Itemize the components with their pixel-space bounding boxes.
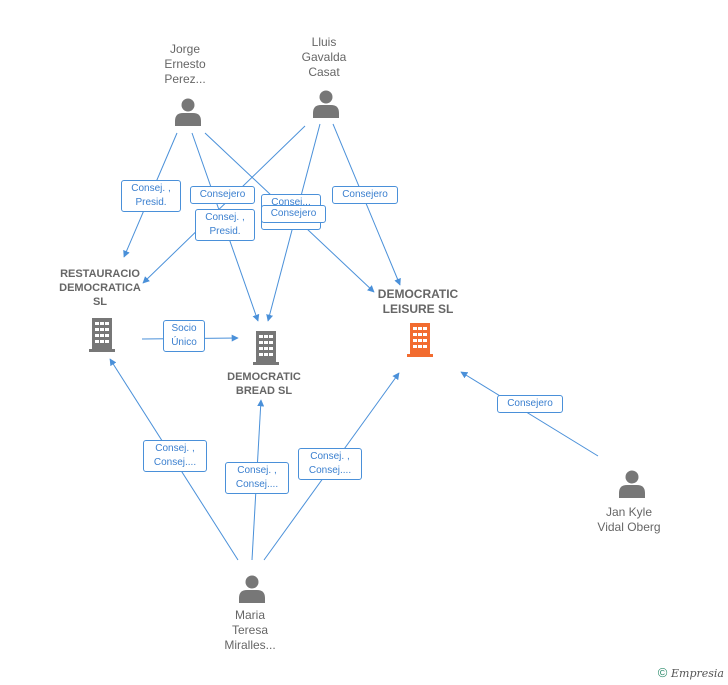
relation-label[interactable]: Socio Único — [163, 320, 205, 352]
edge-jan-leisure — [460, 371, 599, 457]
copyright-icon: © — [657, 665, 668, 680]
company-name-restauracio[interactable]: RESTAURACIO DEMOCRATICA SL — [59, 268, 141, 308]
relation-label[interactable]: Consejero — [497, 395, 563, 413]
footer-brand[interactable]: © Empresia — [658, 665, 724, 680]
edge-lluis-leisure — [332, 123, 401, 286]
person-name-jan[interactable]: Jan Kyle Vidal Oberg — [597, 505, 661, 534]
edge-lluis-restauracio — [142, 125, 306, 284]
building-icon[interactable] — [405, 322, 435, 358]
company-name-bread[interactable]: DEMOCRATIC BREAD SL — [227, 371, 301, 397]
company-name-leisure[interactable]: DEMOCRATIC LEISURE SL — [377, 287, 459, 316]
person-name-jorge[interactable]: Jorge Ernesto Perez... — [164, 42, 206, 86]
relation-label[interactable]: Consejero — [190, 186, 255, 204]
relation-label[interactable]: Consej. , Presid. — [195, 209, 255, 241]
relation-label[interactable]: Consej. , Consej.... — [298, 448, 362, 480]
brand-logo: Empresia — [671, 667, 724, 680]
person-icon[interactable] — [617, 469, 647, 499]
person-icon[interactable] — [311, 89, 341, 119]
relation-label[interactable]: Consejero — [332, 186, 398, 204]
relation-label[interactable]: Consej. , Consej.... — [143, 440, 207, 472]
relation-label[interactable]: Consej. , Consej.... — [225, 462, 289, 494]
building-icon[interactable] — [251, 330, 281, 366]
building-icon[interactable] — [87, 317, 117, 353]
person-name-lluis[interactable]: Lluis Gavalda Casat — [301, 35, 347, 79]
person-icon[interactable] — [173, 97, 203, 127]
relation-label[interactable]: Consej. , Presid. — [121, 180, 181, 212]
person-name-maria[interactable]: Maria Teresa Miralles... — [224, 608, 276, 652]
relation-label[interactable]: Consejero — [261, 205, 326, 223]
person-icon[interactable] — [237, 574, 267, 604]
